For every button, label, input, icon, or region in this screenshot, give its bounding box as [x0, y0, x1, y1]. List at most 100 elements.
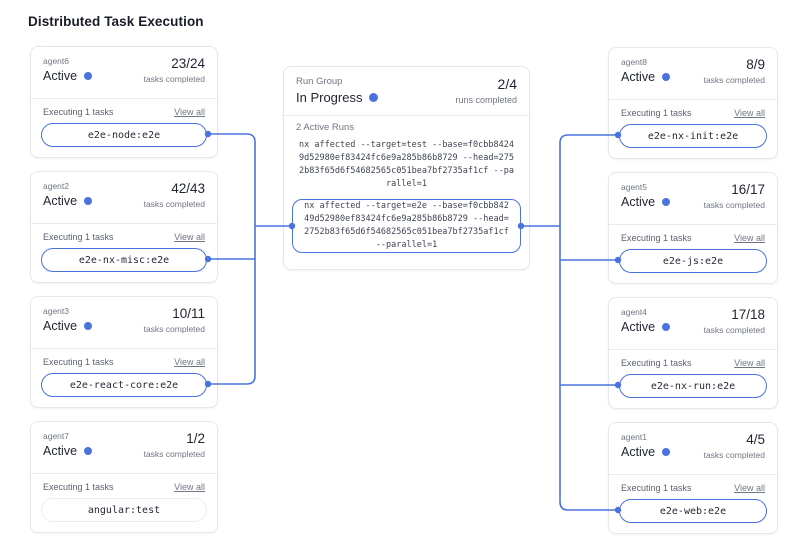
agent-card-header: agent1 Active 4/5 tasks completed	[609, 423, 777, 475]
agent-card: agent6 Active 23/24 tasks completed Exec…	[30, 46, 218, 158]
view-all-link[interactable]: View all	[734, 108, 765, 118]
view-all-link[interactable]: View all	[734, 233, 765, 243]
agent-card-body: Executing 1 tasks View all e2e-nx-init:e…	[609, 100, 777, 148]
tasks-count: 16/17	[731, 182, 765, 197]
agent-card-body: Executing 1 tasks View all e2e-react-cor…	[31, 349, 217, 397]
left-agent-column: agent6 Active 23/24 tasks completed Exec…	[30, 46, 218, 533]
executing-tasks-label: Executing 1 tasks	[621, 108, 692, 118]
run-group-body: 2 Active Runs nx affected --target=test …	[284, 116, 529, 253]
agent-name: agent3	[43, 306, 69, 316]
executing-tasks-label: Executing 1 tasks	[621, 358, 692, 368]
view-all-link[interactable]: View all	[174, 107, 205, 117]
agent-card-body: Executing 1 tasks View all e2e-nx-run:e2…	[609, 350, 777, 398]
agent-name: agent4	[621, 307, 647, 317]
executing-tasks-label: Executing 1 tasks	[43, 357, 114, 367]
run-group-label: Run Group	[296, 76, 343, 87]
tasks-completed-label: tasks completed	[143, 199, 205, 209]
agent-card-header: agent2 Active 42/43 tasks completed	[31, 172, 217, 224]
view-all-link[interactable]: View all	[174, 482, 205, 492]
view-all-link[interactable]: View all	[734, 483, 765, 493]
task-pill[interactable]: e2e-web:e2e	[619, 499, 767, 523]
active-status-dot	[84, 72, 93, 80]
agent-card-body: Executing 1 tasks View all angular:test	[31, 474, 217, 522]
view-all-link[interactable]: View all	[734, 358, 765, 368]
task-pill[interactable]: e2e-nx-misc:e2e	[41, 248, 207, 272]
task-name: e2e-nx-init:e2e	[647, 130, 739, 142]
active-status-dot	[84, 197, 93, 205]
view-all-link[interactable]: View all	[174, 357, 205, 367]
agent-card-header: agent7 Active 1/2 tasks completed	[31, 422, 217, 474]
run-group-status: In Progress	[296, 90, 363, 105]
agent-card: agent7 Active 1/2 tasks completed Execut…	[30, 421, 218, 533]
run-command-text: nx affected --target=e2e --base=f0cbb842…	[304, 201, 509, 250]
task-name: angular:test	[87, 504, 161, 516]
task-name: e2e-js:e2e	[662, 255, 724, 267]
agent-name: agent5	[621, 182, 647, 192]
task-name: e2e-nx-run:e2e	[650, 380, 736, 392]
run-group-header: Run Group In Progress 2/4 runs completed	[284, 67, 529, 116]
agent-card: agent4 Active 17/18 tasks completed Exec…	[608, 297, 778, 409]
tasks-completed-label: tasks completed	[143, 449, 205, 459]
agent-card-header: agent5 Active 16/17 tasks completed	[609, 173, 777, 225]
tasks-count: 10/11	[172, 306, 205, 321]
task-pill[interactable]: angular:test	[41, 498, 207, 522]
active-runs-label: 2 Active Runs	[296, 122, 355, 133]
active-status-dot	[662, 323, 671, 331]
agent-status: Active	[621, 320, 656, 334]
tasks-count: 1/2	[186, 431, 205, 446]
task-name: e2e-web:e2e	[659, 505, 727, 517]
task-name: e2e-nx-misc:e2e	[78, 254, 170, 266]
task-pill[interactable]: e2e-node:e2e	[41, 123, 207, 147]
right-agent-column: agent8 Active 8/9 tasks completed Execut…	[608, 47, 778, 534]
run-command[interactable]: nx affected --target=test --base=f0cbb84…	[299, 140, 514, 189]
task-pill[interactable]: e2e-nx-run:e2e	[619, 374, 767, 398]
task-pill[interactable]: e2e-react-core:e2e	[41, 373, 207, 397]
tasks-count: 23/24	[171, 56, 205, 71]
agent-card-body: Executing 1 tasks View all e2e-nx-misc:e…	[31, 224, 217, 272]
in-progress-status-dot	[369, 93, 379, 102]
agent-name: agent1	[621, 432, 647, 442]
agent-name: agent2	[43, 181, 69, 191]
task-pill[interactable]: e2e-nx-init:e2e	[619, 124, 767, 148]
active-status-dot	[662, 198, 671, 206]
run-command-highlighted[interactable]: nx affected --target=e2e --base=f0cbb842…	[292, 199, 521, 253]
agent-card-body: Executing 1 tasks View all e2e-web:e2e	[609, 475, 777, 523]
agent-status: Active	[43, 319, 78, 333]
tasks-count: 17/18	[731, 307, 765, 322]
agent-status: Active	[621, 445, 656, 459]
tasks-count: 8/9	[746, 57, 765, 72]
active-status-dot	[84, 447, 93, 455]
view-all-link[interactable]: View all	[174, 232, 205, 242]
tasks-count: 42/43	[171, 181, 205, 196]
run-group-card: Run Group In Progress 2/4 runs completed…	[283, 66, 530, 270]
task-name: e2e-node:e2e	[87, 129, 161, 141]
tasks-completed-label: tasks completed	[703, 325, 765, 335]
runs-completed-label: runs completed	[455, 95, 517, 105]
agent-card: agent5 Active 16/17 tasks completed Exec…	[608, 172, 778, 284]
agent-status: Active	[43, 194, 78, 208]
runs-count: 2/4	[497, 76, 517, 92]
tasks-count: 4/5	[746, 432, 765, 447]
executing-tasks-label: Executing 1 tasks	[43, 232, 114, 242]
agent-card: agent3 Active 10/11 tasks completed Exec…	[30, 296, 218, 408]
page-title: Distributed Task Execution	[28, 14, 204, 29]
active-status-dot	[662, 73, 671, 81]
task-name: e2e-react-core:e2e	[69, 379, 179, 391]
agent-card-header: agent4 Active 17/18 tasks completed	[609, 298, 777, 350]
task-pill[interactable]: e2e-js:e2e	[619, 249, 767, 273]
active-status-dot	[662, 448, 671, 456]
agent-status: Active	[621, 70, 656, 84]
executing-tasks-label: Executing 1 tasks	[43, 107, 114, 117]
tasks-completed-label: tasks completed	[703, 200, 765, 210]
agent-card-header: agent3 Active 10/11 tasks completed	[31, 297, 217, 349]
agent-card-header: agent8 Active 8/9 tasks completed	[609, 48, 777, 100]
executing-tasks-label: Executing 1 tasks	[43, 482, 114, 492]
agent-status: Active	[43, 69, 78, 83]
tasks-completed-label: tasks completed	[143, 324, 205, 334]
executing-tasks-label: Executing 1 tasks	[621, 483, 692, 493]
agent-card-body: Executing 1 tasks View all e2e-js:e2e	[609, 225, 777, 273]
tasks-completed-label: tasks completed	[703, 75, 765, 85]
agent-card: agent8 Active 8/9 tasks completed Execut…	[608, 47, 778, 159]
agent-status: Active	[43, 444, 78, 458]
